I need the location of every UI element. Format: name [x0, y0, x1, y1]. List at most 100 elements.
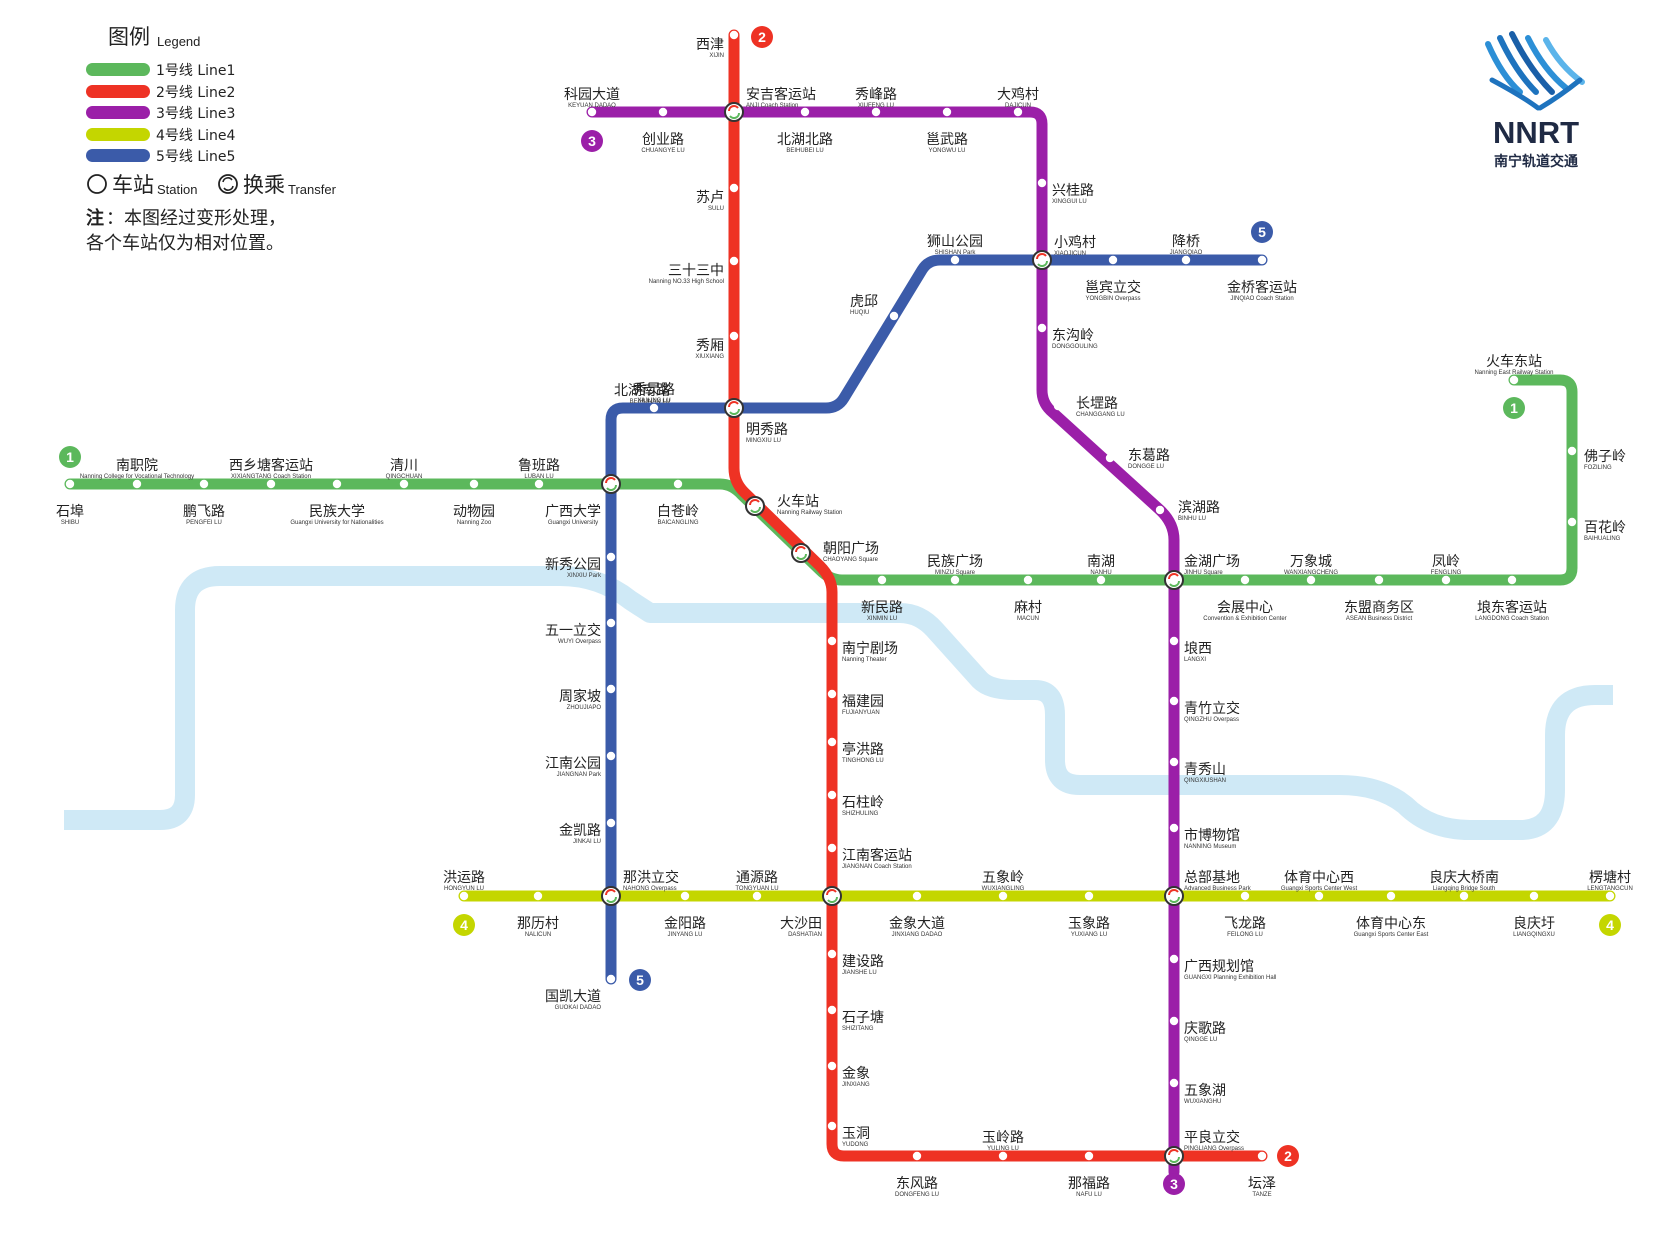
station-marker[interactable] — [729, 183, 739, 193]
station-marker[interactable] — [606, 818, 616, 828]
transfer-station-marker[interactable] — [791, 543, 811, 563]
station-marker[interactable] — [1240, 891, 1250, 901]
station-marker[interactable] — [1037, 178, 1047, 188]
station-marker[interactable] — [1459, 891, 1469, 901]
station-marker[interactable] — [533, 891, 543, 901]
station-marker[interactable] — [827, 1121, 837, 1131]
station-marker[interactable] — [912, 1151, 922, 1161]
station-marker[interactable] — [1374, 575, 1384, 585]
station-marker[interactable] — [800, 107, 810, 117]
station-marker[interactable] — [827, 737, 837, 747]
station-marker[interactable] — [912, 891, 922, 901]
station-marker[interactable] — [65, 479, 75, 489]
station-marker[interactable] — [1257, 255, 1267, 265]
station-marker[interactable] — [998, 891, 1008, 901]
station-marker[interactable] — [871, 107, 881, 117]
station-marker[interactable] — [1240, 575, 1250, 585]
station-marker[interactable] — [1169, 1078, 1179, 1088]
station-marker[interactable] — [132, 479, 142, 489]
transfer-station-marker[interactable] — [1164, 570, 1184, 590]
station-marker[interactable] — [606, 751, 616, 761]
transfer-station-marker[interactable] — [745, 496, 765, 516]
station-name-en: CHUANGYE LU — [641, 148, 684, 154]
station-marker[interactable] — [1257, 1151, 1267, 1161]
station-marker[interactable] — [1169, 636, 1179, 646]
station-marker[interactable] — [469, 479, 479, 489]
station-marker[interactable] — [332, 479, 342, 489]
station-marker[interactable] — [827, 949, 837, 959]
station-marker[interactable] — [827, 636, 837, 646]
transfer-station-marker[interactable] — [1032, 250, 1052, 270]
station-marker[interactable] — [1053, 401, 1063, 411]
station-marker[interactable] — [459, 891, 469, 901]
station-marker[interactable] — [1108, 255, 1118, 265]
transfer-station-marker[interactable] — [822, 886, 842, 906]
station-marker[interactable] — [827, 1061, 837, 1071]
station-marker[interactable] — [889, 311, 899, 321]
station-name-cn: 江南公园 — [545, 756, 601, 772]
station-marker[interactable] — [1169, 696, 1179, 706]
transfer-station-marker[interactable] — [724, 398, 744, 418]
station-marker[interactable] — [729, 331, 739, 341]
station-name-cn: 新民路 — [861, 600, 903, 616]
station-marker[interactable] — [827, 843, 837, 853]
station-marker[interactable] — [1529, 891, 1539, 901]
station-marker[interactable] — [606, 618, 616, 628]
station-marker[interactable] — [1509, 375, 1519, 385]
transfer-station-marker[interactable] — [601, 474, 621, 494]
station-marker[interactable] — [1169, 757, 1179, 767]
station-marker[interactable] — [1037, 323, 1047, 333]
station-marker[interactable] — [950, 575, 960, 585]
transfer-station-marker[interactable] — [1164, 1146, 1184, 1166]
station-marker[interactable] — [534, 479, 544, 489]
station-marker[interactable] — [1013, 107, 1023, 117]
station-marker[interactable] — [1084, 891, 1094, 901]
station-marker[interactable] — [1169, 823, 1179, 833]
transfer-station-marker[interactable] — [1164, 886, 1184, 906]
station-marker[interactable] — [1023, 575, 1033, 585]
station-marker[interactable] — [1567, 517, 1577, 527]
station-marker[interactable] — [1096, 575, 1106, 585]
station-marker[interactable] — [1386, 891, 1396, 901]
station-marker[interactable] — [1605, 891, 1615, 901]
station-marker[interactable] — [649, 403, 659, 413]
station-marker[interactable] — [1105, 453, 1115, 463]
station-marker[interactable] — [827, 1005, 837, 1015]
station-marker[interactable] — [1507, 575, 1517, 585]
station-marker[interactable] — [199, 479, 209, 489]
station-marker[interactable] — [1567, 446, 1577, 456]
station-marker[interactable] — [399, 479, 409, 489]
station-marker[interactable] — [587, 107, 597, 117]
station-marker[interactable] — [1169, 954, 1179, 964]
station-marker[interactable] — [680, 891, 690, 901]
station-marker[interactable] — [752, 891, 762, 901]
station-marker[interactable] — [1306, 575, 1316, 585]
station-marker[interactable] — [942, 107, 952, 117]
station-marker[interactable] — [606, 552, 616, 562]
station-name-en: DONGGE LU — [1128, 464, 1164, 470]
station-marker[interactable] — [998, 1151, 1008, 1161]
transfer-station-marker[interactable] — [724, 102, 744, 122]
station-marker[interactable] — [1441, 575, 1451, 585]
station-marker[interactable] — [1155, 505, 1165, 515]
station-marker[interactable] — [658, 107, 668, 117]
station-marker[interactable] — [606, 974, 616, 984]
station-marker[interactable] — [266, 479, 276, 489]
station-marker[interactable] — [827, 790, 837, 800]
station-marker[interactable] — [729, 256, 739, 266]
station-marker[interactable] — [877, 575, 887, 585]
station-marker[interactable] — [950, 255, 960, 265]
station-marker[interactable] — [1181, 255, 1191, 265]
station-name-cn: 坛泽 — [1248, 1176, 1276, 1192]
station-name-cn: 安吉客运站 — [746, 86, 816, 103]
station-marker[interactable] — [729, 30, 739, 40]
station-marker[interactable] — [827, 689, 837, 699]
station-marker[interactable] — [1314, 891, 1324, 901]
station-marker[interactable] — [1169, 1016, 1179, 1026]
station-marker[interactable] — [1084, 1151, 1094, 1161]
station-marker[interactable] — [606, 684, 616, 694]
transfer-station-marker[interactable] — [601, 886, 621, 906]
station-marker[interactable] — [673, 479, 683, 489]
